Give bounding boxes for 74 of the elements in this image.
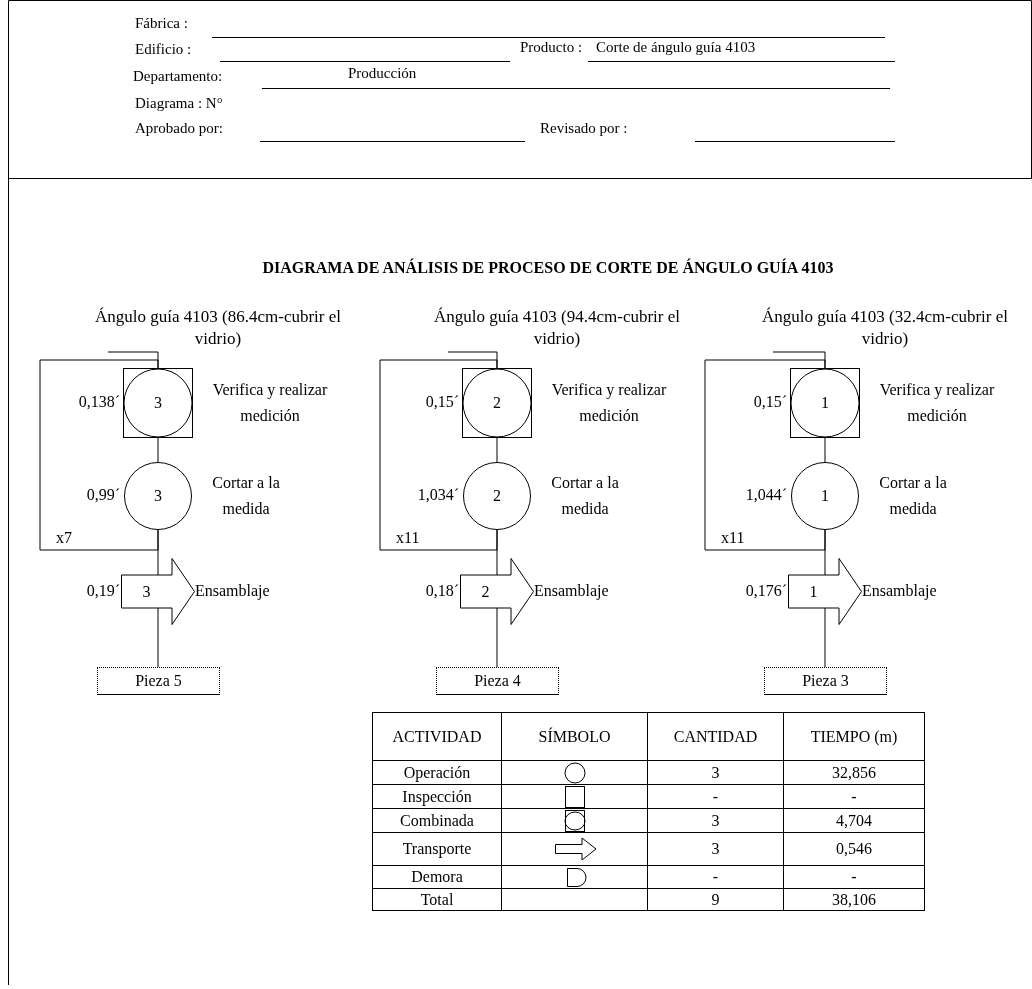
activity-name: Combinada [372,808,502,833]
activity-description: Ensamblaje [862,580,937,601]
field-label: Departamento: [133,67,223,86]
material-label: Ángulo guía 4103 (94.4cm-cubrir el vidrio) [412,306,702,352]
material-label: Ángulo guía 4103 (86.4cm-cubrir el vidrio) [73,306,363,352]
quantity-value: - [647,784,784,809]
activity-name: Transporte [372,832,502,866]
time-value: 0,546 [783,832,925,866]
quantity-value: 9 [647,888,784,911]
flow-line [157,607,159,668]
time-value: 32,856 [783,760,925,785]
time-value: - [783,865,925,889]
flow-line [824,607,826,668]
time-label: 0,176´ [745,580,787,601]
loop-line [704,359,826,551]
time-label: 1,044´ [745,485,787,505]
column-heading: SÍMBOLO [501,712,648,761]
time-label: 0,15´ [753,392,787,412]
activity-description: Cortar a la medida [878,473,948,519]
field-value: Producción [348,64,417,83]
column-heading: CANTIDAD [647,712,784,761]
quantity-value: - [647,865,784,889]
field-label: Aprobado por: [135,119,223,138]
quantity-value: 3 [647,808,784,833]
activity-description: Verifica y realizar medición [550,380,668,426]
loop-line [379,359,498,551]
quantity-value: 3 [647,760,784,785]
transport-arrow: 2 [460,558,534,625]
quantity-value: 3 [647,832,784,866]
column-heading: ACTIVIDAD [372,712,502,761]
operation-circle: 3 [124,462,192,530]
activity-description: Cortar a la medida [211,473,281,519]
material-label: Ángulo guía 4103 (32.4cm-cubrir el vidrio) [740,306,1030,352]
flow-line [496,437,498,463]
activity-description: Verifica y realizar medición [211,380,329,426]
transport-arrow: 1 [788,558,862,625]
time-value: 38,106 [783,888,925,911]
activity-name: Operación [372,760,502,785]
column-heading: TIEMPO (m) [783,712,925,761]
activity-description: Ensamblaje [534,580,609,601]
time-label: 0,18´ [425,580,459,601]
piece-box: Pieza 3 [764,667,887,695]
field-label: Producto : [520,38,583,57]
time-label: 0,138´ [78,392,120,412]
diagram-title: DIAGRAMA DE ANÁLISIS DE PROCESO DE CORTE DE ÁNGULO GUÍA 4103 [261,258,835,278]
field-label: Fábrica : [135,14,188,33]
activity-name: Inspección [372,784,502,809]
activity-description: Ensamblaje [195,580,270,601]
combined-symbol: 1 [790,368,860,438]
time-label: 0,19´ [86,580,120,601]
flow-line [824,437,826,463]
activity-description: Cortar a la medida [550,473,620,519]
field-label: Revisado por : [540,119,628,138]
piece-box: Pieza 4 [436,667,559,695]
combined-symbol: 2 [462,368,532,438]
combined-symbol: 3 [123,368,193,438]
activity-name: Total [372,888,502,911]
activity-description: Verifica y realizar medición [878,380,996,426]
transport-arrow: 3 [121,558,195,625]
flow-line [157,437,159,463]
time-label: 0,99´ [86,485,120,505]
activity-name: Demora [372,865,502,889]
field-label: Diagrama : N° [135,94,223,113]
operation-circle: 1 [791,462,859,530]
time-value: - [783,784,925,809]
flow-line [496,607,498,668]
operation-circle: 2 [463,462,531,530]
time-value: 4,704 [783,808,925,833]
time-label: 1,034´ [417,485,459,505]
time-label: 0,15´ [425,392,459,412]
field-value: Corte de ángulo guía 4103 [596,38,756,57]
piece-box: Pieza 5 [97,667,220,695]
field-label: Edificio : [135,40,192,59]
loop-line [39,359,159,551]
